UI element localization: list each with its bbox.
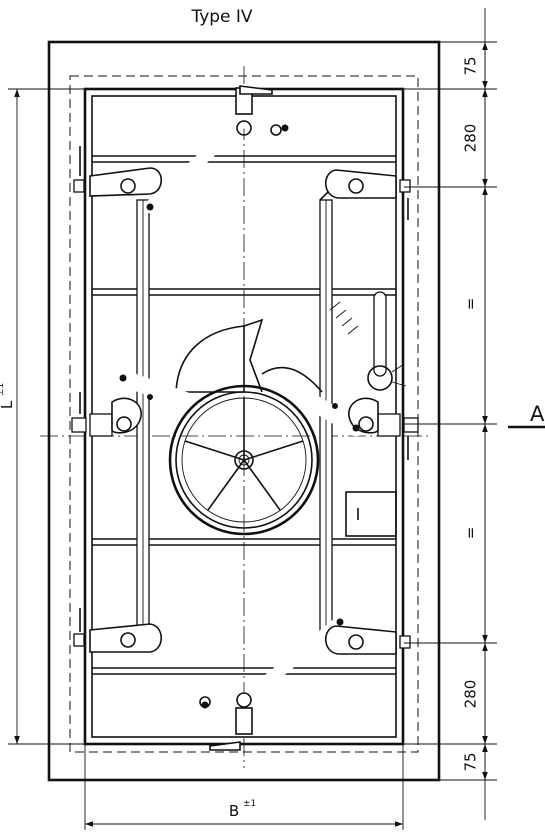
rotor-cam [243, 318, 264, 393]
width-tolerance: ±1 [243, 799, 256, 809]
side-lever [329, 291, 407, 537]
width-label: B [229, 802, 239, 820]
dimension-lower-equal: = [462, 527, 480, 540]
type-label: Type IV [190, 7, 252, 27]
pivot-bolts [119, 124, 360, 709]
vent-box [345, 491, 397, 537]
dimension-upper-equal: = [462, 298, 480, 311]
width-dimension [84, 744, 404, 830]
edge-hinges [79, 146, 409, 632]
height-dimension [8, 88, 85, 745]
dimension-top-frame: 75 [462, 56, 480, 75]
height-label: L [0, 400, 16, 409]
outer-frame [47, 40, 441, 782]
height-tolerance: ±1 [0, 383, 6, 396]
operating-arms [114, 113, 365, 712]
section-label: A [530, 402, 545, 426]
handles [199, 85, 282, 751]
latch-blocks [71, 167, 419, 655]
rotor-sector [175, 325, 245, 393]
dimension-bottom-frame: 75 [462, 752, 480, 771]
handwheel [168, 384, 320, 536]
locking-bars [136, 187, 344, 637]
dimension-bottom-hinge: 280 [462, 680, 480, 709]
right-dimension-chain [404, 8, 497, 820]
dimension-top-hinge: 280 [462, 124, 480, 153]
